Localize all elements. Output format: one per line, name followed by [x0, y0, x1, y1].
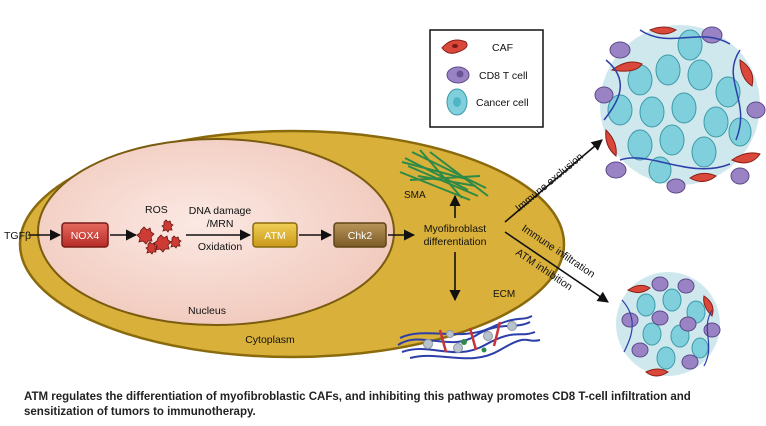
nox4-box [61, 222, 109, 248]
nox4-label: NOX4 [71, 230, 100, 242]
atm-label: ATM [264, 230, 285, 242]
tgfb-label: TGFβ [4, 230, 31, 242]
legend: CAF CD8 T cell Cancer cell [429, 29, 544, 128]
atm-box [252, 222, 298, 248]
legend-cd8-label: CD8 T cell [479, 70, 528, 82]
dna-damage-label: DNA damage [189, 205, 252, 217]
myofibroblast-label: Myofibroblast [424, 223, 487, 235]
legend-cancer-icon [446, 88, 468, 116]
legend-cancer-label: Cancer cell [476, 97, 529, 109]
pathway-arrows [30, 139, 609, 303]
sma-fibers [399, 149, 489, 201]
mrn-label: /MRN [207, 218, 234, 230]
immune-exclusion-label: Immune exclusion [513, 151, 586, 215]
legend-cd8-icon [446, 66, 470, 84]
ecm-fibers [397, 315, 541, 360]
chk2-box [333, 222, 387, 248]
legend-caf-label: CAF [492, 42, 513, 54]
sma-label: SMA [404, 190, 426, 201]
cytoplasm-label: Cytoplasm [245, 334, 295, 346]
tumor-immune-excluded [594, 25, 766, 194]
chk2-label: Chk2 [348, 230, 373, 242]
differentiation-label: differentiation [424, 236, 487, 248]
figure-caption: ATM regulates the differentiation of myo… [24, 391, 691, 418]
nucleus [37, 138, 395, 326]
tumor-immune-infiltrated [616, 272, 721, 377]
legend-caf-icon [441, 39, 468, 54]
ecm-label: ECM [493, 289, 515, 300]
oxidation-label: Oxidation [198, 241, 243, 253]
ros-particles [136, 219, 182, 255]
ros-label: ROS [145, 204, 168, 216]
nucleus-label: Nucleus [188, 305, 226, 317]
